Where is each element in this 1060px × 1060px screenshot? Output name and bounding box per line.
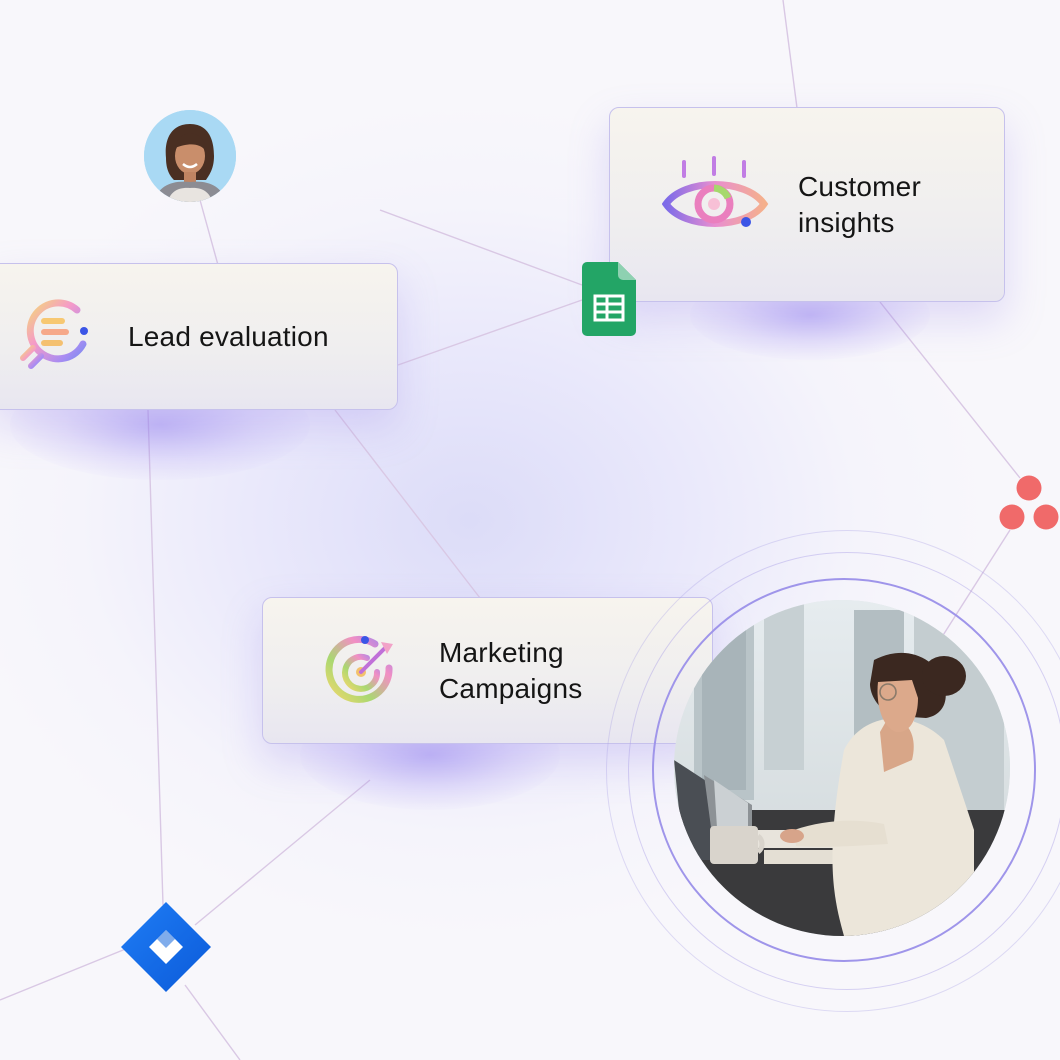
lead-evaluation-icon [20, 299, 88, 369]
target-campaign-icon [325, 635, 393, 703]
woman-working-laptop-photo [674, 600, 1010, 936]
office-scene-image [674, 600, 1010, 936]
card-label-customer-insights: Customer insights [798, 170, 921, 238]
card-lead-evaluation[interactable]: Lead evaluation [0, 263, 398, 410]
photo-ring-middle [628, 552, 1060, 990]
google-sheets-icon[interactable] [582, 262, 636, 336]
card-label-marketing-campaigns: Marketing Campaigns [439, 636, 583, 704]
card-customer-insights[interactable]: Customer insights [609, 107, 1005, 302]
avatar [144, 110, 236, 202]
photo-ring-outer [606, 530, 1060, 1012]
photo-ring [652, 578, 1036, 962]
jira-icon[interactable] [121, 902, 211, 992]
card-label-lead-evaluation: Lead evaluation [128, 320, 329, 352]
eye-insights-icon [662, 156, 769, 227]
asana-icon[interactable] [998, 474, 1060, 532]
person-avatar-image [144, 110, 236, 202]
